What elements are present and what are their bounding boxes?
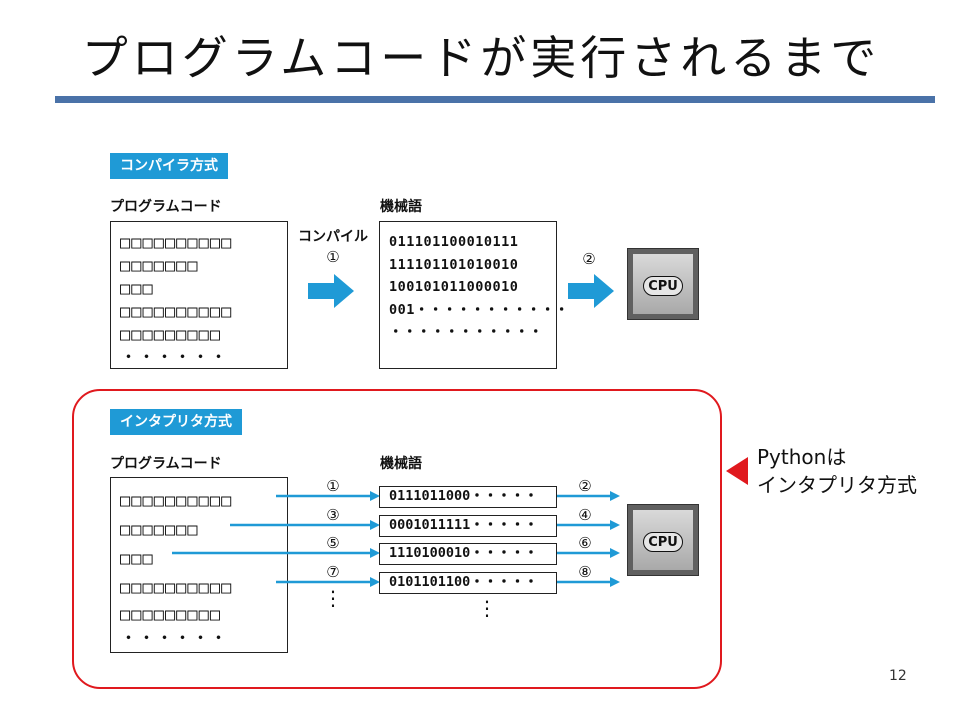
slide-title: プログラムコードが実行されるまで [81, 31, 881, 85]
step-out-6: ⑥ [578, 534, 592, 552]
compiler-code-header: プログラムコード [110, 199, 222, 215]
step-out-8: ⑧ [578, 563, 592, 581]
cpu-icon: CPU [627, 504, 699, 576]
cpu-label: CPU [643, 532, 683, 552]
machine-row-2: 0001011111・・・・・ [379, 515, 557, 537]
python-note-line2: インタプリタ方式 [757, 473, 917, 497]
machine-line: 011101100010111 [389, 234, 519, 250]
compiler-machine-box: 011101100010111 111101101010010 10010101… [379, 221, 569, 369]
compiler-machine-header: 機械語 [380, 199, 422, 215]
code-line: □□□□□□□□□ [120, 325, 222, 345]
compiler-code-box: □□□□□□□□□□ □□□□□□□ □□□ □□□□□□□□□□ □□□□□□… [110, 221, 288, 369]
cpu-label: CPU [643, 276, 683, 296]
execute-arrow-icon [568, 274, 614, 308]
code-line: ・・・・・・ [120, 348, 228, 368]
python-note: Pythonは インタプリタ方式 [757, 443, 917, 499]
code-line: □□□ [120, 549, 154, 569]
interpreter-tag: インタプリタ方式 [110, 409, 242, 435]
page-number: 12 [889, 668, 907, 684]
interpreter-code-box: □□□□□□□□□□ □□□□□□□ □□□ □□□□□□□□□□ □□□□□□… [110, 477, 288, 653]
step-in-5: ⑤ [326, 534, 340, 552]
code-line: ・・・・・・ [120, 629, 228, 649]
machine-row-4: 0101101100・・・・・ [379, 572, 557, 594]
vertical-ellipsis: ⋮ [323, 586, 343, 610]
step-out-2: ② [578, 477, 592, 495]
code-line: □□□ [120, 279, 154, 299]
machine-line: ・・・・・・・・・・・ [389, 324, 543, 340]
compile-arrow-icon [308, 274, 354, 308]
interpreter-code-header: プログラムコード [110, 456, 222, 472]
step-out-4: ④ [578, 506, 592, 524]
vertical-ellipsis: ⋮ [477, 596, 497, 620]
cpu-icon: CPU [627, 248, 699, 320]
step-in-3: ③ [326, 506, 340, 524]
interpreter-machine-header: 機械語 [380, 456, 422, 472]
code-line: □□□□□□□□□□ [120, 233, 233, 253]
compile-step-2: ② [582, 250, 596, 268]
code-line: □□□□□□□□□□ [120, 578, 233, 598]
compile-step-1: ① [326, 248, 340, 266]
machine-row-1: 0111011000・・・・・ [379, 486, 557, 508]
code-line: □□□□□□□□□□ [120, 491, 233, 511]
code-line: □□□□□□□ [120, 520, 199, 540]
machine-line: 111101101010010 [389, 256, 519, 273]
python-note-line1: Pythonは [757, 445, 847, 469]
machine-row-3: 1110100010・・・・・ [379, 543, 557, 565]
compiler-tag: コンパイラ方式 [110, 153, 228, 179]
code-line: □□□□□□□□□ [120, 605, 222, 625]
step-in-1: ① [326, 477, 340, 495]
machine-line: 100101011000010 [389, 279, 519, 295]
code-line: □□□□□□□ [120, 256, 199, 276]
step-in-7: ⑦ [326, 563, 340, 581]
pointer-triangle-icon [726, 457, 748, 485]
code-line: □□□□□□□□□□ [120, 302, 233, 322]
interpreter-highlight-frame [72, 389, 722, 689]
machine-line: 001・・・・・・・・・・・ [389, 301, 569, 318]
title-underline [55, 96, 935, 103]
compile-label: コンパイル [298, 229, 368, 245]
